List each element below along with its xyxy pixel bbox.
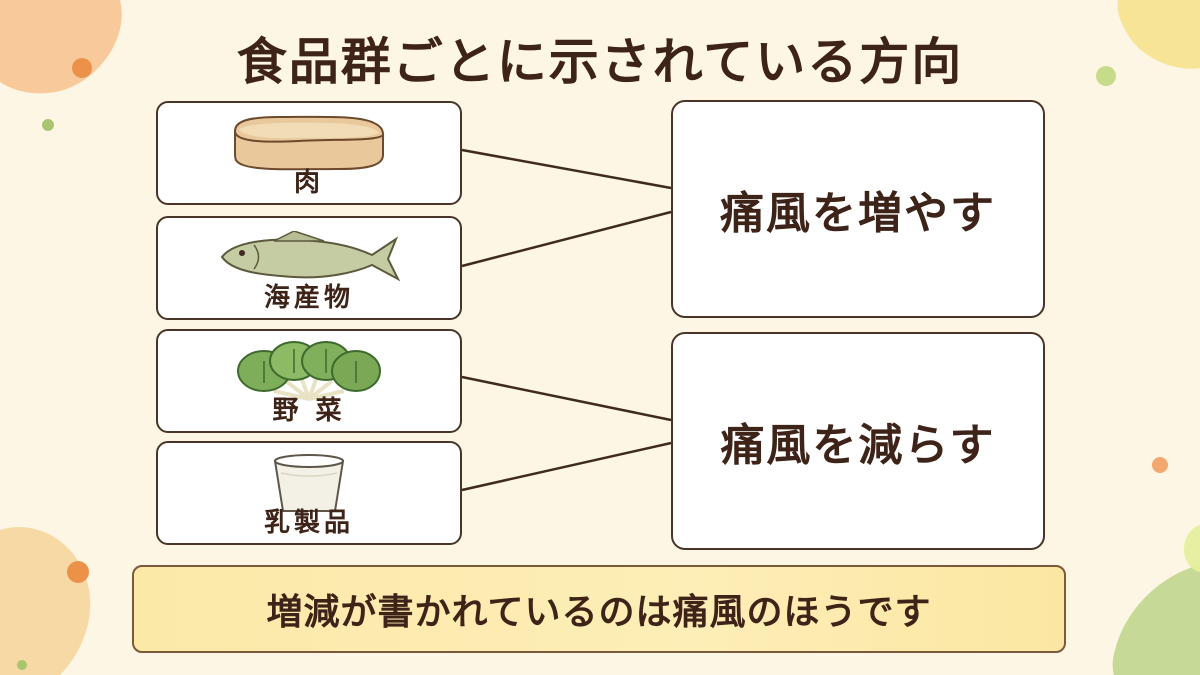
page-title: 食品群ごとに示されている方向 <box>236 33 964 91</box>
food-label-dairy: 乳製品 <box>263 508 354 538</box>
effect-decrease-gout: 痛風を減らす <box>671 332 1045 550</box>
food-label-seafood: 海産物 <box>263 283 354 313</box>
decor-dot <box>1152 457 1168 473</box>
dairy-cup-icon <box>158 449 460 519</box>
connector-vegetable-decrease <box>461 375 672 422</box>
decor-dot <box>1096 66 1116 86</box>
right-edge-blob <box>1183 525 1200 572</box>
bottom-left-blob <box>0 527 91 675</box>
decor-dot <box>72 58 92 78</box>
connector-seafood-increase <box>461 210 672 268</box>
food-group-meat: 肉 <box>156 101 462 205</box>
fish-icon <box>158 224 460 294</box>
meat-icon <box>158 109 460 179</box>
decor-dot <box>67 561 89 583</box>
effect-increase-gout: 痛風を増やす <box>671 100 1045 318</box>
food-group-dairy: 乳製品 <box>156 441 462 545</box>
connector-meat-increase <box>461 148 672 190</box>
bottom-right-blob <box>1112 565 1200 675</box>
food-group-vegetable: 野 菜 <box>156 329 462 433</box>
vegetable-icon <box>158 337 460 407</box>
decor-dot <box>17 660 27 670</box>
decor-dot <box>42 119 54 131</box>
top-right-blob <box>1117 0 1200 69</box>
food-group-seafood: 海産物 <box>156 216 462 320</box>
summary-banner: 増減が書かれているのは痛風のほうです <box>132 565 1066 653</box>
connector-dairy-decrease <box>461 441 672 492</box>
food-label-vegetable: 野 菜 <box>272 396 346 426</box>
food-label-meat: 肉 <box>293 168 324 198</box>
